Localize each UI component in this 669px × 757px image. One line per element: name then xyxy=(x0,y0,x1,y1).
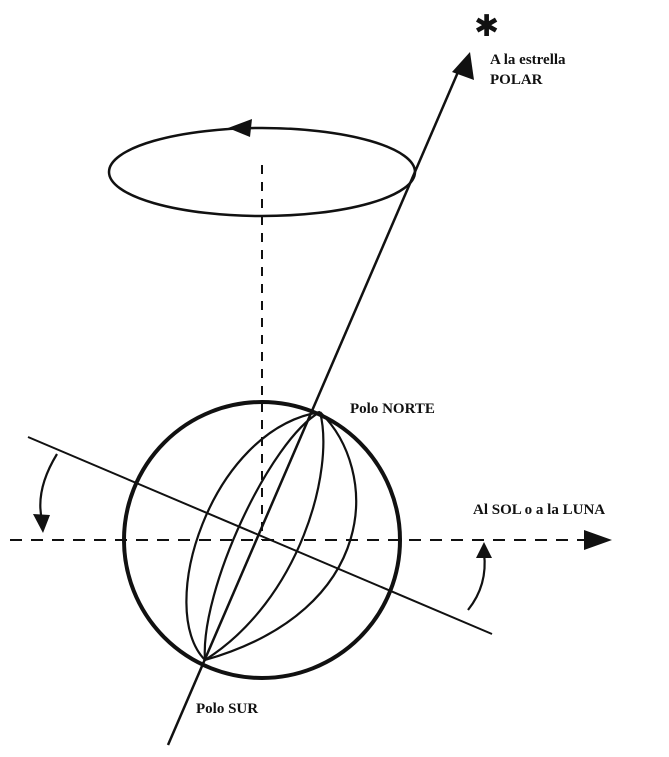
left-angle-arrow-icon xyxy=(33,514,50,533)
precession-arrow-icon xyxy=(228,119,252,137)
sun-moon-label: Al SOL o a la LUNA xyxy=(473,502,605,518)
equator-line xyxy=(28,437,492,634)
sun-moon-arrowhead-icon xyxy=(584,530,612,550)
north-pole-label: Polo NORTE xyxy=(350,401,435,417)
meridian-4 xyxy=(205,412,356,660)
right-angle-arc xyxy=(468,553,485,610)
meridian-1 xyxy=(186,412,320,660)
meridians xyxy=(186,412,356,660)
star-symbol: ✱ xyxy=(474,9,499,44)
meridian-3 xyxy=(205,412,323,660)
right-angle-arrow-icon xyxy=(476,542,492,558)
polar-label-line2: POLAR xyxy=(490,72,543,88)
polar-label-line1: A la estrella xyxy=(490,52,566,68)
south-pole-label: Polo SUR xyxy=(196,701,258,717)
left-angle-arc xyxy=(40,454,57,520)
